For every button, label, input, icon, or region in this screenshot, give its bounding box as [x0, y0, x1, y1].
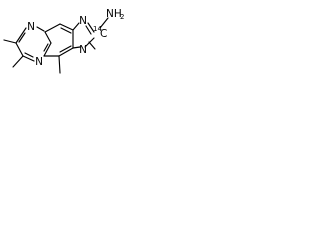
methyl-bond [12, 55, 24, 68]
methyl-bond [3, 39, 17, 44]
amine-bond [99, 17, 109, 29]
amine-subscript: 2 [120, 13, 124, 21]
n-imidazole-right-label: N [79, 44, 87, 56]
bond [15, 42, 24, 57]
bond [36, 26, 45, 32]
bond [44, 23, 61, 33]
isotope-carbon-symbol: C [100, 28, 107, 40]
bond [22, 55, 35, 62]
bond [87, 22, 95, 33]
bond [44, 31, 52, 44]
bond [85, 25, 92, 35]
amine-group-label: NH 2 [106, 8, 124, 21]
n-pyrazine-bottom-label: N [35, 56, 43, 68]
bond [72, 46, 81, 49]
isotope-mass-number: 14 [93, 25, 102, 33]
bond [43, 42, 52, 57]
benzene-ring [43, 23, 74, 57]
bond [43, 43, 49, 52]
bond [15, 27, 27, 44]
bond [60, 27, 72, 34]
substituents [3, 17, 109, 74]
bond [18, 32, 26, 43]
chemical-structure-diagram: N N N N 14 C NH 2 [3, 8, 124, 74]
methyl-bond [88, 41, 96, 50]
bond [24, 52, 34, 58]
bond [59, 23, 74, 31]
isotope-carbon-label: 14 C [93, 25, 107, 40]
pyrazine-ring [15, 26, 52, 62]
bond [72, 22, 80, 31]
n-imidazole-top-label: N [79, 15, 87, 27]
bond [59, 45, 72, 53]
amine-symbol: NH [106, 8, 122, 20]
n-pyrazine-left-label: N [27, 21, 35, 33]
bond [58, 47, 74, 57]
methyl-bond [58, 55, 61, 74]
